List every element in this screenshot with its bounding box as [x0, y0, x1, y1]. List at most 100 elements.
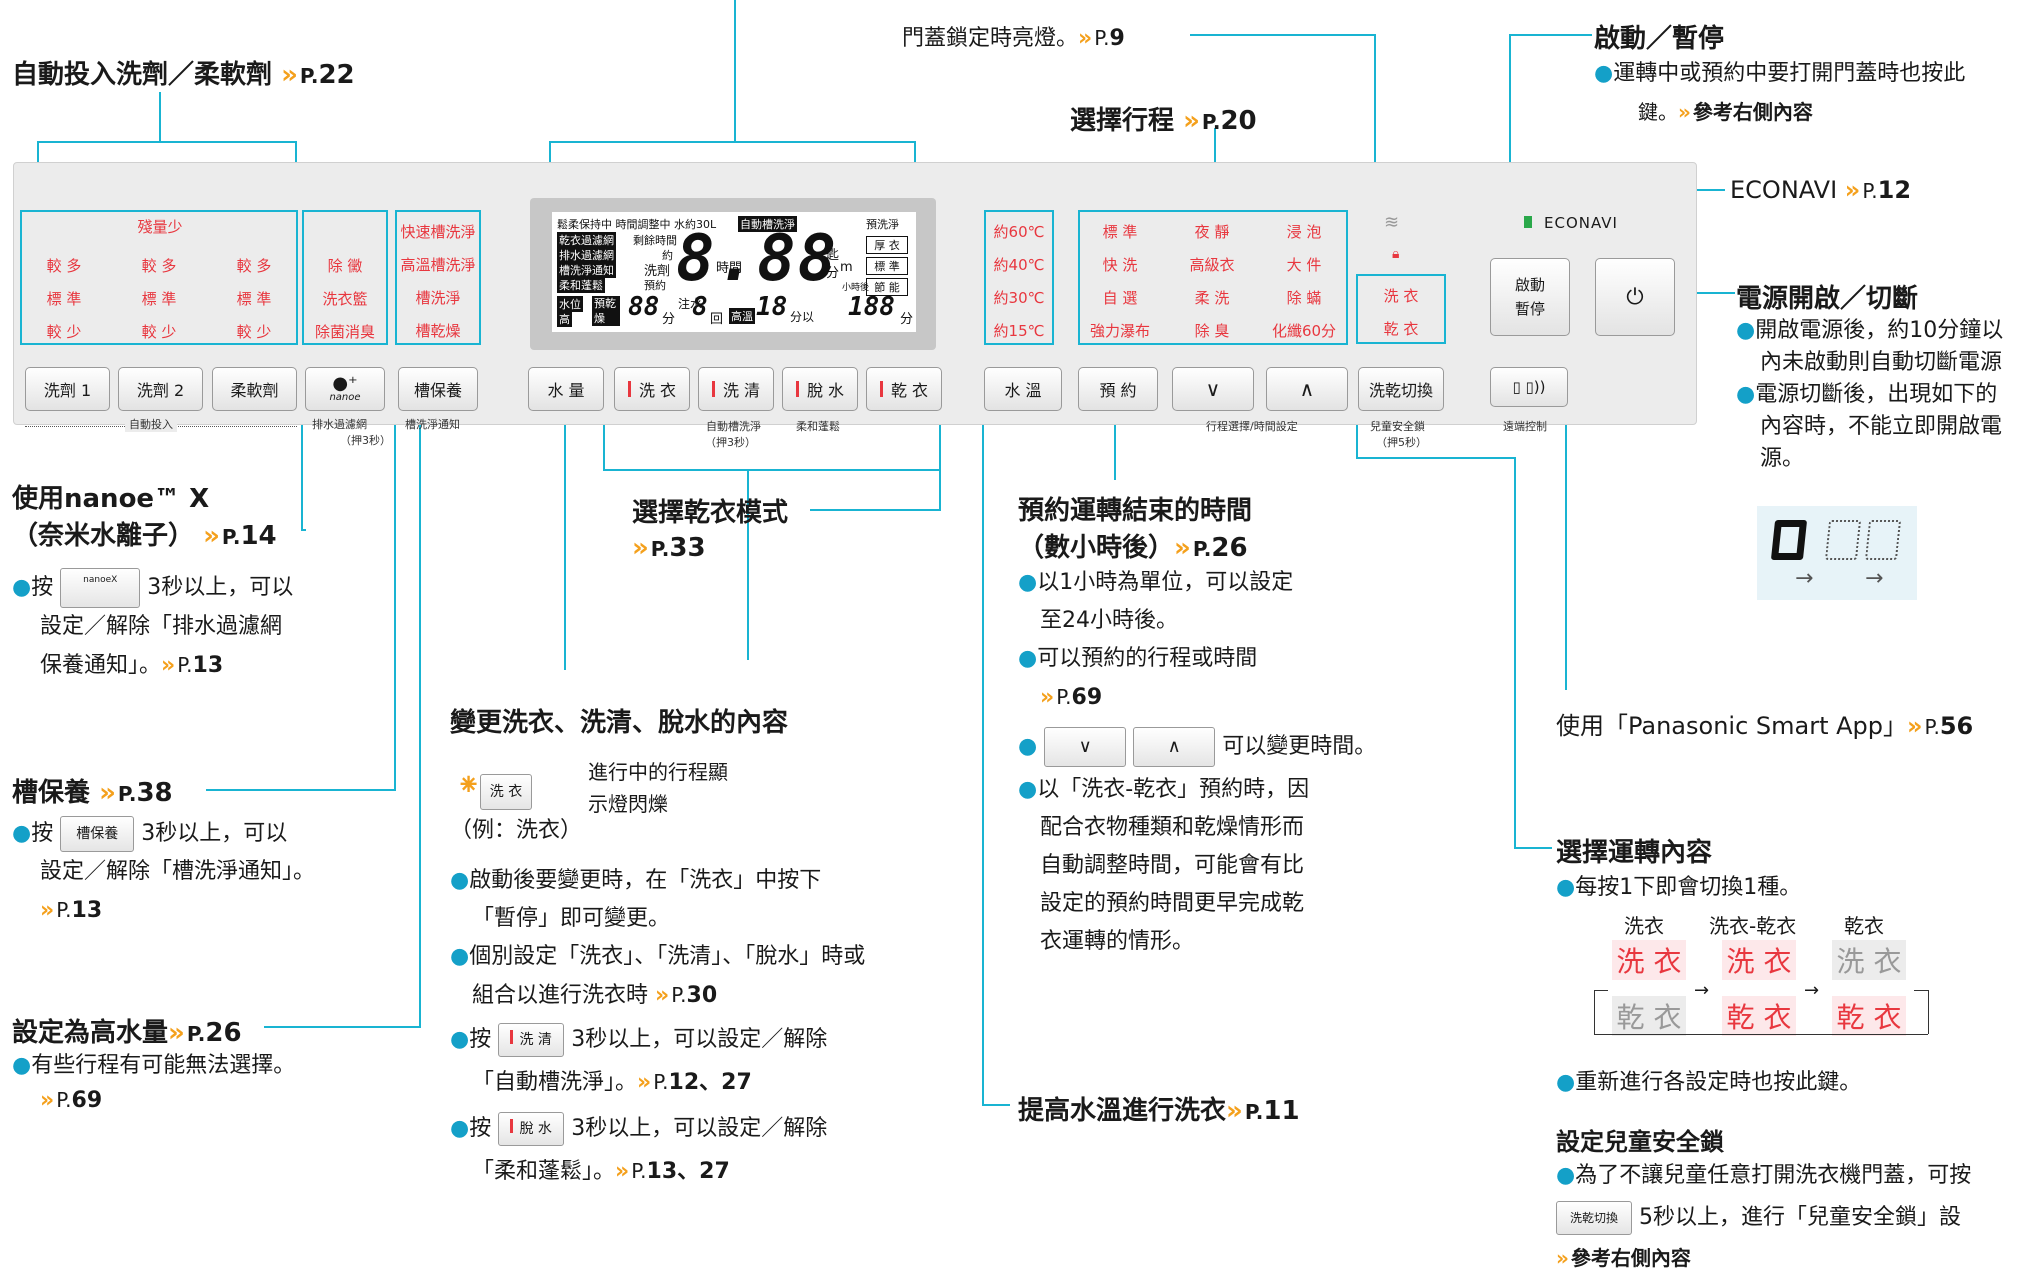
detergent2-button[interactable]: 洗劑 2: [118, 367, 203, 411]
example-label: （例：洗衣）: [450, 818, 583, 843]
power-heading: 電源開啟／切斷: [1736, 284, 1919, 314]
lcd-hightemp: 高溫: [729, 308, 755, 324]
power-button[interactable]: ⏻: [1595, 258, 1675, 336]
dry-mode-section: 選擇乾衣模式 »P.33: [632, 492, 788, 563]
tub-care-section: 槽保養 »P.38 ●按 槽保養 3秒以上，可以 設定／解除「槽洗淨通知」。 »…: [12, 778, 316, 923]
blink-note: 進行中的行程顯示燈閃爍: [588, 760, 728, 816]
rinse-button[interactable]: 洗 清: [698, 367, 774, 411]
lcd-m-label: m: [840, 260, 853, 275]
spin-key-icon: 脫 水: [519, 1121, 552, 1137]
lcd-spoon-label: 匙: [826, 248, 840, 263]
lcd-high: 高: [557, 311, 572, 327]
residual-low-indicator: 殘量少: [137, 218, 183, 236]
nanoe-options: 除 黴洗衣籃除菌消臭: [314, 257, 375, 341]
temp-indicator-box: [984, 210, 1054, 345]
detergent1-levels: 較 多標 準較 少: [46, 257, 82, 341]
lcd-fen-yi: 分以: [790, 310, 815, 324]
flow-1-dry-dim: 乾 衣: [1612, 996, 1686, 1036]
flow-2-wash-lit: 洗 衣: [1722, 940, 1796, 980]
start-pause-section: 啟動／暫停 ●運轉中或預約中要打開門蓋時也按此 鍵。»參考右側內容: [1594, 18, 1965, 131]
change-content-heading: 變更洗衣、洗清、脫水的內容: [450, 708, 789, 738]
flow-diagram: 洗 衣 乾 衣 洗 衣 乾 衣 洗 衣 乾 衣 → →: [1594, 940, 1936, 1038]
lcd-hours-later-label: 小時後: [842, 283, 870, 293]
dry-mode-heading: 選擇乾衣模式: [632, 498, 789, 528]
arrow-right-icon: →: [1804, 980, 1820, 1001]
lcd-fen: 分: [662, 312, 676, 327]
arrow-right-icon: →: [1795, 566, 1814, 591]
flow-label-dry: 乾衣: [1844, 914, 1884, 938]
up-button[interactable]: ∧: [1266, 367, 1348, 411]
tub-care-key-icon: 槽保養: [60, 816, 135, 852]
reset-note: ●重新進行各設定時也按此鍵。: [1556, 1070, 1862, 1095]
nanoe-button[interactable]: ●⁺ nanoe: [305, 367, 385, 411]
flow-label-washdry: 洗衣-乾衣: [1709, 914, 1797, 938]
softener-levels: 較 多標 準較 少: [236, 257, 272, 341]
blink-icon: ⁕: [456, 768, 482, 803]
reserve-section: 預約運轉結束的時間 （數小時後）»P.26 ●以1小時為單位，可以設定 至24小…: [1018, 490, 1376, 961]
smart-app-heading: 使用「Panasonic Smart App」»P.56: [1556, 712, 1974, 740]
water-level-heading: 設定為高水量: [12, 1018, 169, 1048]
drain-filter-label: 排水過濾網: [312, 418, 367, 431]
detergent2-levels: 較 多標 準較 少: [141, 257, 177, 341]
dry-button[interactable]: 乾 衣: [866, 367, 942, 411]
lcd-detergent-label: 洗劑: [644, 264, 671, 279]
lcd-hui: 回: [710, 312, 724, 327]
power-section: 電源開啟／切斷 ●開啟電源後，約10分鐘以 內未啟動則自動切斷電源 ●電源切斷後…: [1736, 278, 2003, 475]
select-operation-section: 選擇運轉內容 ●每按1下即會切換1種。: [1556, 832, 1801, 907]
dispense-indicator-box: [20, 210, 298, 345]
lcd-predry: 預乾燥: [592, 296, 620, 326]
down-button[interactable]: ∨: [1172, 367, 1254, 411]
lcd-min-label: 分: [826, 266, 840, 281]
lcd-inject: 注水: [678, 297, 703, 311]
nanoe-heading: 使用nanoe™ X: [12, 484, 210, 514]
start-pause-button[interactable]: 啟動暫停: [1490, 258, 1570, 336]
segment-dim-icon: [1864, 520, 1902, 560]
flow-3-wash-dim: 洗 衣: [1832, 940, 1906, 980]
econavi-logo: ECONAVI: [1544, 214, 1618, 232]
course-col-1: 標 準快 洗自 選強力瀑布: [1089, 223, 1150, 340]
tub-options: 快速槽洗淨高溫槽洗淨槽洗淨槽乾燥: [400, 223, 476, 340]
nanoe-indicator-box: [302, 210, 388, 345]
spin-button[interactable]: 脫 水: [782, 367, 858, 411]
wash-button[interactable]: 洗 衣: [614, 367, 690, 411]
water-level-button[interactable]: 水 量: [528, 367, 604, 411]
lcd-soft: 柔和蓬鬆: [557, 277, 605, 293]
softener-button[interactable]: 柔軟劑: [212, 367, 297, 411]
change-content-section: 變更洗衣、洗清、脫水的內容 ⁕ 洗 衣 進行中的行程顯示燈閃爍 （例：洗衣） ●…: [450, 702, 865, 1184]
lcd-dry-filter: 乾衣過濾網: [557, 232, 616, 248]
child-lock-heading: 設定兒童安全鎖: [1556, 1128, 1724, 1156]
chevron-down-icon: ∨: [1205, 377, 1221, 401]
flow-2-dry-lit: 乾 衣: [1722, 996, 1796, 1036]
auto-dispense-footer: 自動投入: [125, 416, 177, 432]
up-key-icon: ∧: [1133, 727, 1216, 767]
lock-icon: 🔒︎: [1392, 246, 1400, 262]
water-temp-heading: 提高水溫進行洗衣»P.11: [1018, 1096, 1300, 1126]
washdry-options: 洗 衣乾 衣: [1383, 287, 1419, 338]
arrow-right-icon: →: [1694, 980, 1710, 1001]
water-temp-button[interactable]: 水 溫: [984, 367, 1062, 411]
course-col-3: 浸 泡大 件除 蟎化纖60分: [1271, 223, 1337, 340]
flow-3-dry-lit: 乾 衣: [1832, 996, 1906, 1036]
lcd-auto-tub: 自動槽洗淨: [738, 216, 797, 232]
lcd-status-row: 鬆柔保持中 時間調整中 水約30L: [557, 218, 717, 231]
wifi-icon: ≋: [1384, 212, 1400, 233]
lcd-tub-notice: 槽洗淨通知: [557, 262, 616, 278]
detergent1-button[interactable]: 洗劑 1: [25, 367, 110, 411]
washdry-indicator-box: [1356, 274, 1446, 344]
lcd-wash-min: 88: [628, 292, 660, 322]
tub-care-button[interactable]: 槽保養: [398, 367, 478, 411]
flow-label-wash: 洗衣: [1624, 914, 1664, 938]
down-key-icon: ∨: [1044, 727, 1127, 767]
tub-care-heading: 槽保養: [12, 778, 91, 808]
wash-dry-switch-button[interactable]: 洗乾切換: [1358, 367, 1444, 411]
arrow-right-icon: →: [1865, 566, 1884, 591]
remote-button[interactable]: ▯ ▯)): [1490, 367, 1568, 407]
washdry-key-icon: 洗乾切換: [1556, 1201, 1632, 1235]
auto-tub-clean-label: 自動槽洗淨: [706, 420, 761, 433]
phone-signal-icon: ▯ ▯)): [1512, 378, 1546, 396]
reserve-button[interactable]: 預 約: [1078, 367, 1158, 411]
reserve-heading: 預約運轉結束的時間: [1018, 496, 1253, 526]
power-off-display-illustration: → →: [1757, 506, 1917, 600]
wash-key-icon: 洗 衣: [480, 774, 532, 810]
segment-dim-icon: [1824, 520, 1862, 560]
